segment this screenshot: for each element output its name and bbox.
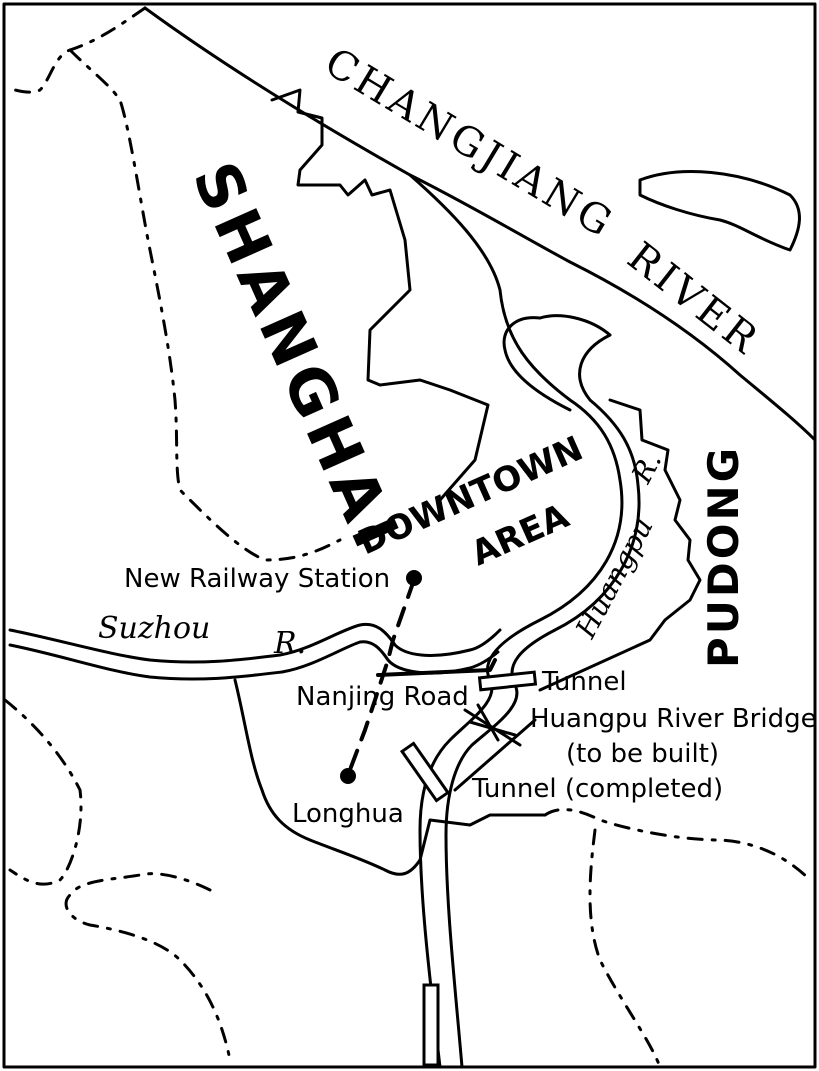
new-railway-station-marker (406, 570, 422, 586)
nanjing-road-label: Nanjing Road (296, 682, 469, 712)
changjiang-label: CHANGJIANG (317, 39, 623, 248)
bridge-label: Huangpu River Bridge (530, 704, 817, 734)
downtown-south-boundary (233, 678, 547, 876)
huangpu-label: Huangpu (569, 512, 660, 644)
longhua-label: Longhua (292, 799, 404, 829)
bridge-note-label: (to be built) (566, 739, 719, 769)
completed-tunnel-leader (453, 718, 537, 792)
suzhou-river-north-bank (8, 622, 502, 664)
suzhou-label: Suzhou (98, 611, 210, 646)
tunnel-marker (477, 670, 538, 692)
pudong-boundary (538, 398, 702, 692)
suzhou-r-label: R. (273, 626, 306, 661)
metro-line (346, 578, 416, 777)
longhua-marker (340, 768, 356, 784)
tunnel-label: Tunnel (541, 667, 627, 697)
shanghai-boundary (270, 88, 490, 502)
new-railway-station-label: New Railway Station (124, 564, 390, 594)
tunnel-completed-marker (399, 741, 451, 803)
huangpu-river-east-bank (444, 314, 641, 1069)
changjiang-south-bank (143, 6, 817, 442)
bottom-structure (422, 983, 440, 1067)
huangpu-river-west-bank (408, 173, 624, 1069)
huangpu-bend-north (502, 316, 572, 412)
river-label: RIVER (619, 234, 769, 365)
nanjing-road-line (376, 658, 497, 677)
shanghai-label: SHANGHAI (178, 151, 415, 563)
pudong-label: PUDONG (699, 445, 748, 668)
changjiang-island (638, 170, 801, 252)
county-boundaries (3, 6, 812, 1069)
tunnel-completed-label: Tunnel (completed) (471, 774, 723, 804)
